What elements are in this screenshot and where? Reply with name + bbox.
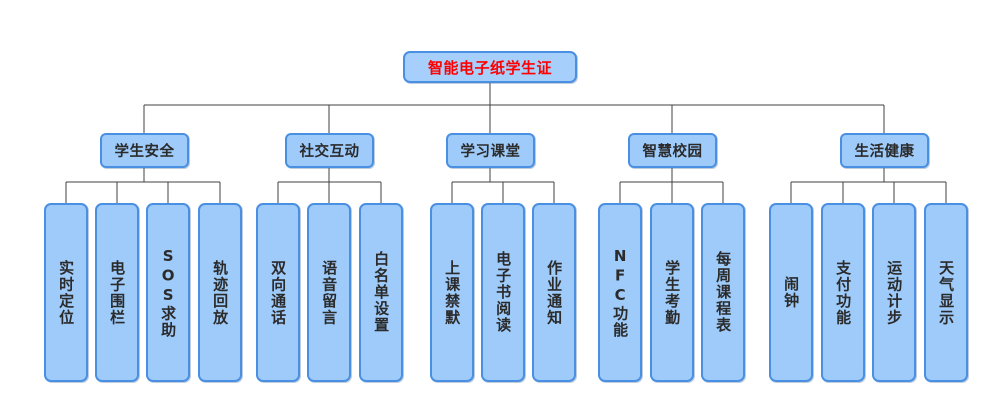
branch-node-smart-campus[interactable]: 智慧校园 <box>628 133 717 168</box>
leaf-node-label: 学生考勤 <box>663 259 682 326</box>
root-node[interactable]: 智能电子纸学生证 <box>403 51 577 83</box>
root-node-label: 智能电子纸学生证 <box>427 58 552 77</box>
leaf-node-label: 语音留言 <box>320 259 339 326</box>
leaf-node-label: 支付功能 <box>834 259 853 326</box>
leaf-node-label: 实时定位 <box>57 259 76 326</box>
leaf-node-label: NFC功能 <box>611 246 630 339</box>
leaf-node-label: 天气显示 <box>937 259 956 326</box>
leaf-node-label: SOS求助 <box>159 246 178 339</box>
leaf-node-label: 电子书阅读 <box>494 251 513 334</box>
leaf-node-weekly-timetable[interactable]: 每周课程表 <box>701 203 745 382</box>
leaf-node-step-counter[interactable]: 运动计步 <box>872 203 916 382</box>
leaf-node-label: 每周课程表 <box>714 251 733 334</box>
leaf-node-homework-notice[interactable]: 作业通知 <box>532 203 576 382</box>
leaf-node-class-silent-mode[interactable]: 上课禁默 <box>430 203 474 382</box>
branch-node-social-interaction[interactable]: 社交互动 <box>285 133 374 168</box>
leaf-node-payment-function[interactable]: 支付功能 <box>821 203 865 382</box>
branch-node-label: 智慧校园 <box>642 144 703 160</box>
leaf-node-label: 双向通话 <box>269 259 288 326</box>
leaf-node-ebook-reading[interactable]: 电子书阅读 <box>481 203 525 382</box>
leaf-node-label: 轨迹回放 <box>211 259 230 326</box>
leaf-node-weather-display[interactable]: 天气显示 <box>924 203 968 382</box>
leaf-node-student-attendance[interactable]: 学生考勤 <box>650 203 694 382</box>
branch-node-learning-classroom[interactable]: 学习课堂 <box>446 133 535 168</box>
branch-node-student-safety[interactable]: 学生安全 <box>100 133 189 168</box>
leaf-node-track-playback[interactable]: 轨迹回放 <box>198 203 242 382</box>
leaf-node-label: 闹钟 <box>782 276 801 309</box>
leaf-node-label: 运动计步 <box>885 259 904 326</box>
leaf-node-label: 电子围栏 <box>108 259 127 326</box>
leaf-node-label: 作业通知 <box>545 259 564 326</box>
leaf-node-two-way-call[interactable]: 双向通话 <box>256 203 300 382</box>
leaf-node-alarm-clock[interactable]: 闹钟 <box>769 203 813 382</box>
leaf-node-voice-message[interactable]: 语音留言 <box>307 203 351 382</box>
leaf-node-label: 上课禁默 <box>443 259 462 326</box>
leaf-node-whitelist-settings[interactable]: 白名单设置 <box>359 203 403 382</box>
leaf-node-sos-help[interactable]: SOS求助 <box>146 203 190 382</box>
branch-node-label: 生活健康 <box>854 144 915 160</box>
branch-node-label: 学生安全 <box>114 144 175 160</box>
leaf-node-geofence[interactable]: 电子围栏 <box>95 203 139 382</box>
leaf-node-nfc-function[interactable]: NFC功能 <box>598 203 642 382</box>
branch-node-label: 社交互动 <box>299 144 360 160</box>
branch-node-label: 学习课堂 <box>460 144 521 160</box>
leaf-node-label: 白名单设置 <box>372 251 391 334</box>
leaf-node-realtime-location[interactable]: 实时定位 <box>44 203 88 382</box>
branch-node-life-health[interactable]: 生活健康 <box>840 133 929 168</box>
